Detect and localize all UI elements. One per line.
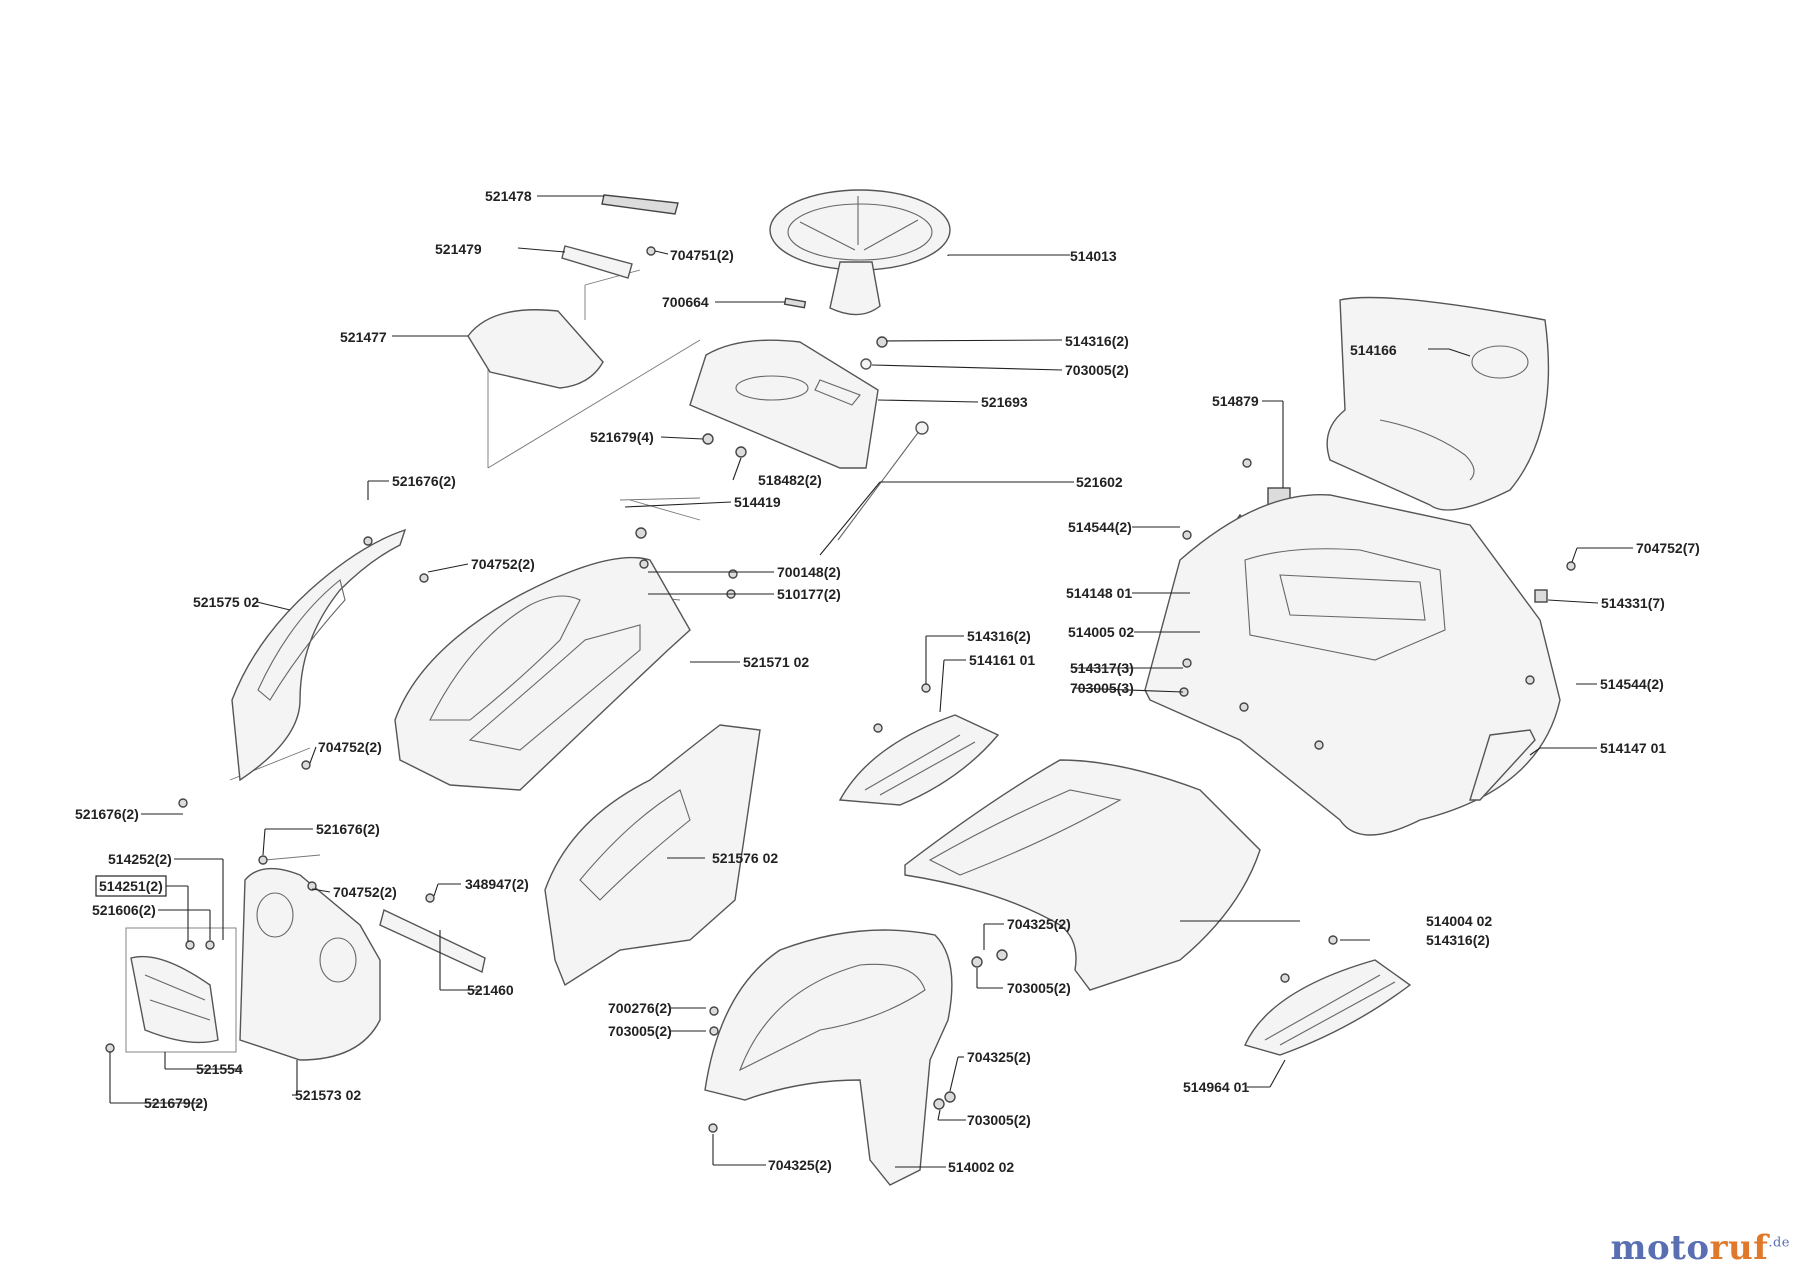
part-label: 514002 02	[948, 1159, 1014, 1175]
part-label: 703005(2)	[608, 1023, 672, 1039]
part-label: 704325(2)	[768, 1157, 832, 1173]
part-label: 521576 02	[712, 850, 778, 866]
part-label: 514147 01	[1600, 740, 1666, 756]
part-label: 521676(2)	[75, 806, 139, 822]
highlight-box	[95, 875, 167, 897]
part-label: 521571 02	[743, 654, 809, 670]
watermark-logo: motoruf.de	[1610, 1228, 1790, 1268]
part-label: 514879	[1212, 393, 1259, 409]
part-label: 700148(2)	[777, 564, 841, 580]
part-label: 704752(2)	[333, 884, 397, 900]
screw-icon	[105, 458, 1576, 1133]
part-label: 514316(2)	[1426, 932, 1490, 948]
part-label: 348947(2)	[465, 876, 529, 892]
part-label: 704325(2)	[967, 1049, 1031, 1065]
part-label: 514316(2)	[1065, 333, 1129, 349]
part-label: 514964 01	[1183, 1079, 1249, 1095]
part-label: 521477	[340, 329, 387, 345]
headlight-part	[125, 927, 237, 1053]
part-label: 521693	[981, 394, 1028, 410]
part-label: 703005(2)	[1007, 980, 1071, 996]
leader-lines	[109, 195, 1633, 1168]
part-label: 700664	[662, 294, 709, 310]
part-label: 521575 02	[193, 594, 259, 610]
part-label: 514161 01	[969, 652, 1035, 668]
part-label: 518482(2)	[758, 472, 822, 488]
part-label: 521606(2)	[92, 902, 156, 918]
part-label: 521679(2)	[144, 1095, 208, 1111]
part-label: 514317(3)	[1070, 660, 1134, 676]
part-label: 514013	[1070, 248, 1117, 264]
part-label: 521573 02	[295, 1087, 361, 1103]
floor-part	[904, 759, 1261, 991]
part-label: 521679(4)	[590, 429, 654, 445]
footplate-part	[1244, 959, 1412, 1056]
front-frame-part	[704, 929, 953, 1186]
part-label: 521676(2)	[316, 821, 380, 837]
part-label: 514544(2)	[1600, 676, 1664, 692]
part-label: 521479	[435, 241, 482, 257]
part-label: 510177(2)	[777, 586, 841, 602]
part-label: 704752(7)	[1636, 540, 1700, 556]
right-side-panel-part	[544, 724, 761, 987]
left-side-panel-part	[231, 528, 407, 782]
part-label: 514252(2)	[108, 851, 172, 867]
part-label: 703005(2)	[1065, 362, 1129, 378]
dashboard-part	[689, 339, 879, 469]
part-label: 704751(2)	[670, 247, 734, 263]
part-label: 514166	[1350, 342, 1397, 358]
part-label: 514316(2)	[967, 628, 1031, 644]
part-label: 514004 02	[1426, 913, 1492, 929]
front-grille-part	[239, 867, 381, 1061]
part-label: 514419	[734, 494, 781, 510]
rear-body-part	[1144, 493, 1561, 836]
part-label: 704325(2)	[1007, 916, 1071, 932]
part-label: 703005(3)	[1070, 680, 1134, 696]
clip-part	[1534, 589, 1548, 603]
decal-part	[601, 194, 679, 215]
bracket-part	[561, 245, 633, 279]
part-label: 521478	[485, 188, 532, 204]
part-label: 514544(2)	[1068, 519, 1132, 535]
part-label: 700276(2)	[608, 1000, 672, 1016]
part-label: 514251(2)	[99, 878, 163, 894]
pin-part	[783, 297, 807, 309]
dipstick-part	[837, 421, 929, 541]
part-label: 521676(2)	[392, 473, 456, 489]
part-label: 703005(2)	[967, 1112, 1031, 1128]
part-label: 704752(2)	[318, 739, 382, 755]
plate-part	[1469, 729, 1536, 801]
part-label: 521602	[1076, 474, 1123, 490]
brace-part	[379, 909, 486, 974]
part-label: 521554	[196, 1061, 243, 1077]
part-labels: 521478 521479 704751(2) 514013 700664 52…	[75, 188, 1700, 1175]
part-label: 704752(2)	[471, 556, 535, 572]
footplate-part	[838, 714, 1000, 806]
part-label: 514148 01	[1066, 585, 1132, 601]
part-label: 514331(7)	[1601, 595, 1665, 611]
hood-part	[394, 556, 691, 791]
part-label: 514005 02	[1068, 624, 1134, 640]
steering-wheel-part	[769, 189, 951, 316]
seat-part	[1326, 296, 1550, 511]
part-label: 521460	[467, 982, 514, 998]
console-cover-part	[467, 309, 604, 389]
